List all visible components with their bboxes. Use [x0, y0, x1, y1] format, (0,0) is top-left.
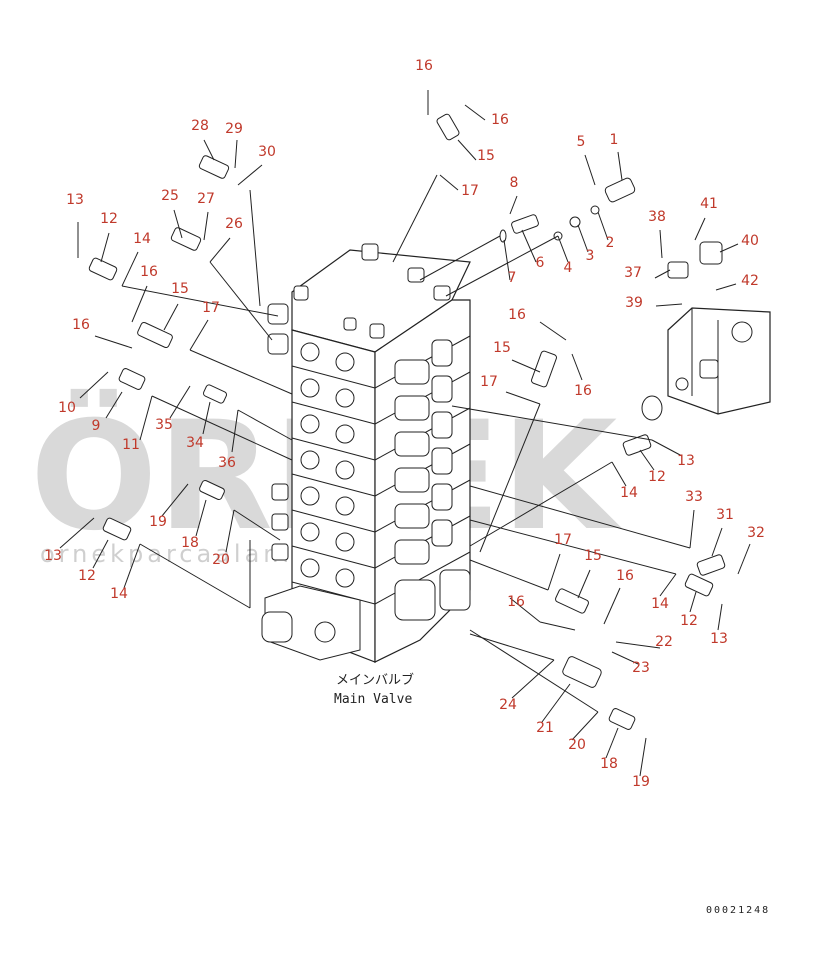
- callout-15: 15: [584, 548, 602, 564]
- callout-16: 16: [507, 594, 525, 610]
- callout-35: 35: [155, 417, 173, 433]
- callout-12: 12: [78, 568, 96, 584]
- callout-40: 40: [741, 233, 759, 249]
- callout-12: 12: [648, 469, 666, 485]
- callout-8: 8: [510, 175, 519, 191]
- caption-japanese: メインバルブ: [336, 672, 414, 688]
- callout-41: 41: [700, 196, 718, 212]
- callout-7: 7: [508, 270, 517, 286]
- callout-16: 16: [72, 317, 90, 333]
- callout-4: 4: [564, 260, 573, 276]
- callout-25: 25: [161, 188, 179, 204]
- main-valve-body: [261, 243, 471, 663]
- callout-19: 19: [632, 774, 650, 790]
- callout-32: 32: [747, 525, 765, 541]
- callout-9: 9: [92, 418, 101, 434]
- callout-19: 19: [149, 514, 167, 530]
- callout-20: 20: [568, 737, 586, 753]
- callout-39: 39: [625, 295, 643, 311]
- callout-13: 13: [66, 192, 84, 208]
- callout-17: 17: [461, 183, 479, 199]
- callout-22: 22: [655, 634, 673, 650]
- callout-14: 14: [133, 231, 151, 247]
- callout-2: 2: [606, 235, 615, 251]
- callout-16: 16: [140, 264, 158, 280]
- loose-parts: [88, 113, 726, 730]
- callout-13: 13: [44, 548, 62, 564]
- callout-17: 17: [480, 374, 498, 390]
- callout-17: 17: [202, 300, 220, 316]
- callout-15: 15: [477, 148, 495, 164]
- document-number: 00021248: [706, 905, 770, 916]
- callout-38: 38: [648, 209, 666, 225]
- callout-10: 10: [58, 400, 76, 416]
- callout-42: 42: [741, 273, 759, 289]
- callout-16: 16: [508, 307, 526, 323]
- callout-13: 13: [677, 453, 695, 469]
- callout-16: 16: [616, 568, 634, 584]
- callout-27: 27: [197, 191, 215, 207]
- aux-valve-block: [667, 307, 771, 415]
- callout-21: 21: [536, 720, 554, 736]
- callout-33: 33: [685, 489, 703, 505]
- callout-16: 16: [415, 58, 433, 74]
- callout-17: 17: [554, 532, 572, 548]
- callout-12: 12: [680, 613, 698, 629]
- callout-26: 26: [225, 216, 243, 232]
- callout-31: 31: [716, 507, 734, 523]
- callout-14: 14: [620, 485, 638, 501]
- callout-18: 18: [181, 535, 199, 551]
- callout-18: 18: [600, 756, 618, 772]
- callout-13: 13: [710, 631, 728, 647]
- callout-23: 23: [632, 660, 650, 676]
- leader-lines: [59, 90, 751, 777]
- callout-14: 14: [651, 596, 669, 612]
- callout-36: 36: [218, 455, 236, 471]
- callout-15: 15: [171, 281, 189, 297]
- callout-34: 34: [186, 435, 204, 451]
- callout-6: 6: [536, 255, 545, 271]
- callout-12: 12: [100, 211, 118, 227]
- callout-20: 20: [212, 552, 230, 568]
- callout-16: 16: [491, 112, 509, 128]
- callout-29: 29: [225, 121, 243, 137]
- callout-15: 15: [493, 340, 511, 356]
- callout-28: 28: [191, 118, 209, 134]
- caption-english: Main Valve: [334, 692, 412, 707]
- callout-30: 30: [258, 144, 276, 160]
- callout-14: 14: [110, 586, 128, 602]
- callout-3: 3: [586, 248, 595, 264]
- callout-16: 16: [574, 383, 592, 399]
- callout-11: 11: [122, 437, 140, 453]
- callout-5: 5: [577, 134, 586, 150]
- callout-24: 24: [499, 697, 517, 713]
- callout-1: 1: [610, 132, 619, 148]
- callout-37: 37: [624, 265, 642, 281]
